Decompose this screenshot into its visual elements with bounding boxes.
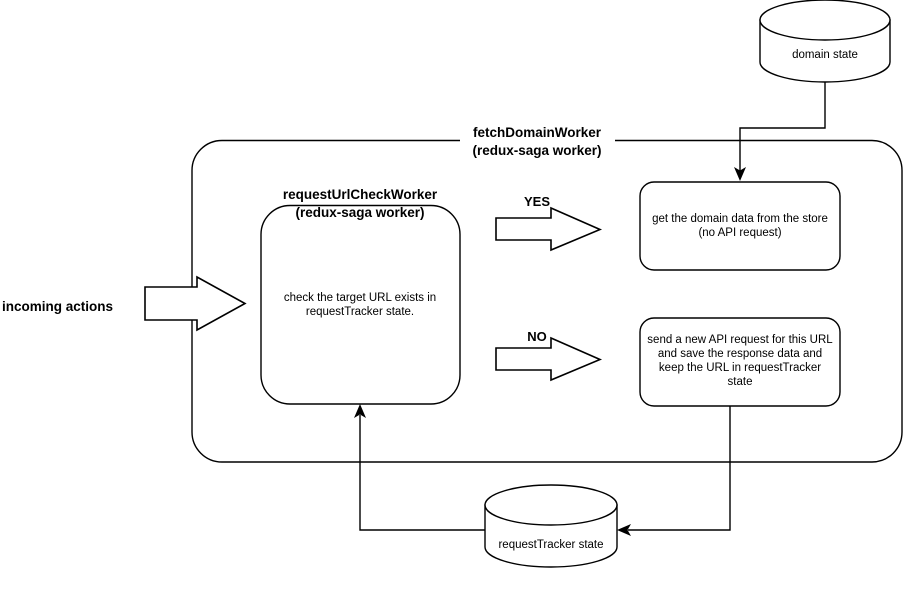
yes-branch-text-line2: (no API request) (698, 227, 781, 239)
connector-no-box-to-request-tracker (628, 406, 731, 531)
no-block-arrow-right-icon (495, 336, 603, 382)
fetch-domain-worker-container (191, 139, 903, 463)
incoming-actions-block-arrow-right-icon (144, 275, 247, 332)
yes-branch-label: YES (524, 194, 550, 209)
url-check-text-line1: check the target URL exists in (284, 292, 436, 304)
yes-block-arrow-right-icon (495, 206, 603, 252)
no-branch-text-line4: state (728, 376, 753, 388)
domain-state-label: domain state (792, 49, 858, 61)
url-check-text-line2: requestTracker state. (306, 306, 414, 318)
arrowhead-into-url-check-box (354, 404, 366, 418)
arrowhead-into-yes-box (734, 167, 746, 181)
no-branch-label: NO (527, 329, 547, 344)
no-branch-text-line2: and save the response data and (658, 348, 822, 360)
request-url-check-worker-label-line2: (redux-saga worker) (295, 205, 424, 220)
fetch-domain-worker-label-line2: (redux-saga worker) (472, 143, 601, 158)
no-branch-text-line1: send a new API request for this URL (647, 334, 833, 346)
no-branch-text-line3: keep the URL in requestTracker (659, 362, 821, 374)
fetch-domain-worker-label-line1: fetchDomainWorker (473, 125, 602, 140)
request-tracker-state-cylinder: requestTracker state (484, 484, 618, 568)
yes-branch-text-line1: get the domain data from the store (652, 213, 828, 225)
request-url-check-worker-label-line1: requestUrlCheckWorker (283, 187, 438, 202)
domain-state-cylinder: domain state (759, 0, 891, 83)
yes-branch-box (639, 181, 841, 271)
connector-request-tracker-to-url-check (359, 415, 485, 531)
connector-domain-state-to-yes-box (739, 82, 826, 171)
incoming-actions-label: incoming actions (2, 299, 113, 314)
arrowhead-into-request-tracker (617, 524, 631, 536)
request-tracker-state-label: requestTracker state (498, 539, 603, 551)
no-branch-box (639, 317, 841, 407)
request-url-check-worker-box (260, 204, 461, 405)
